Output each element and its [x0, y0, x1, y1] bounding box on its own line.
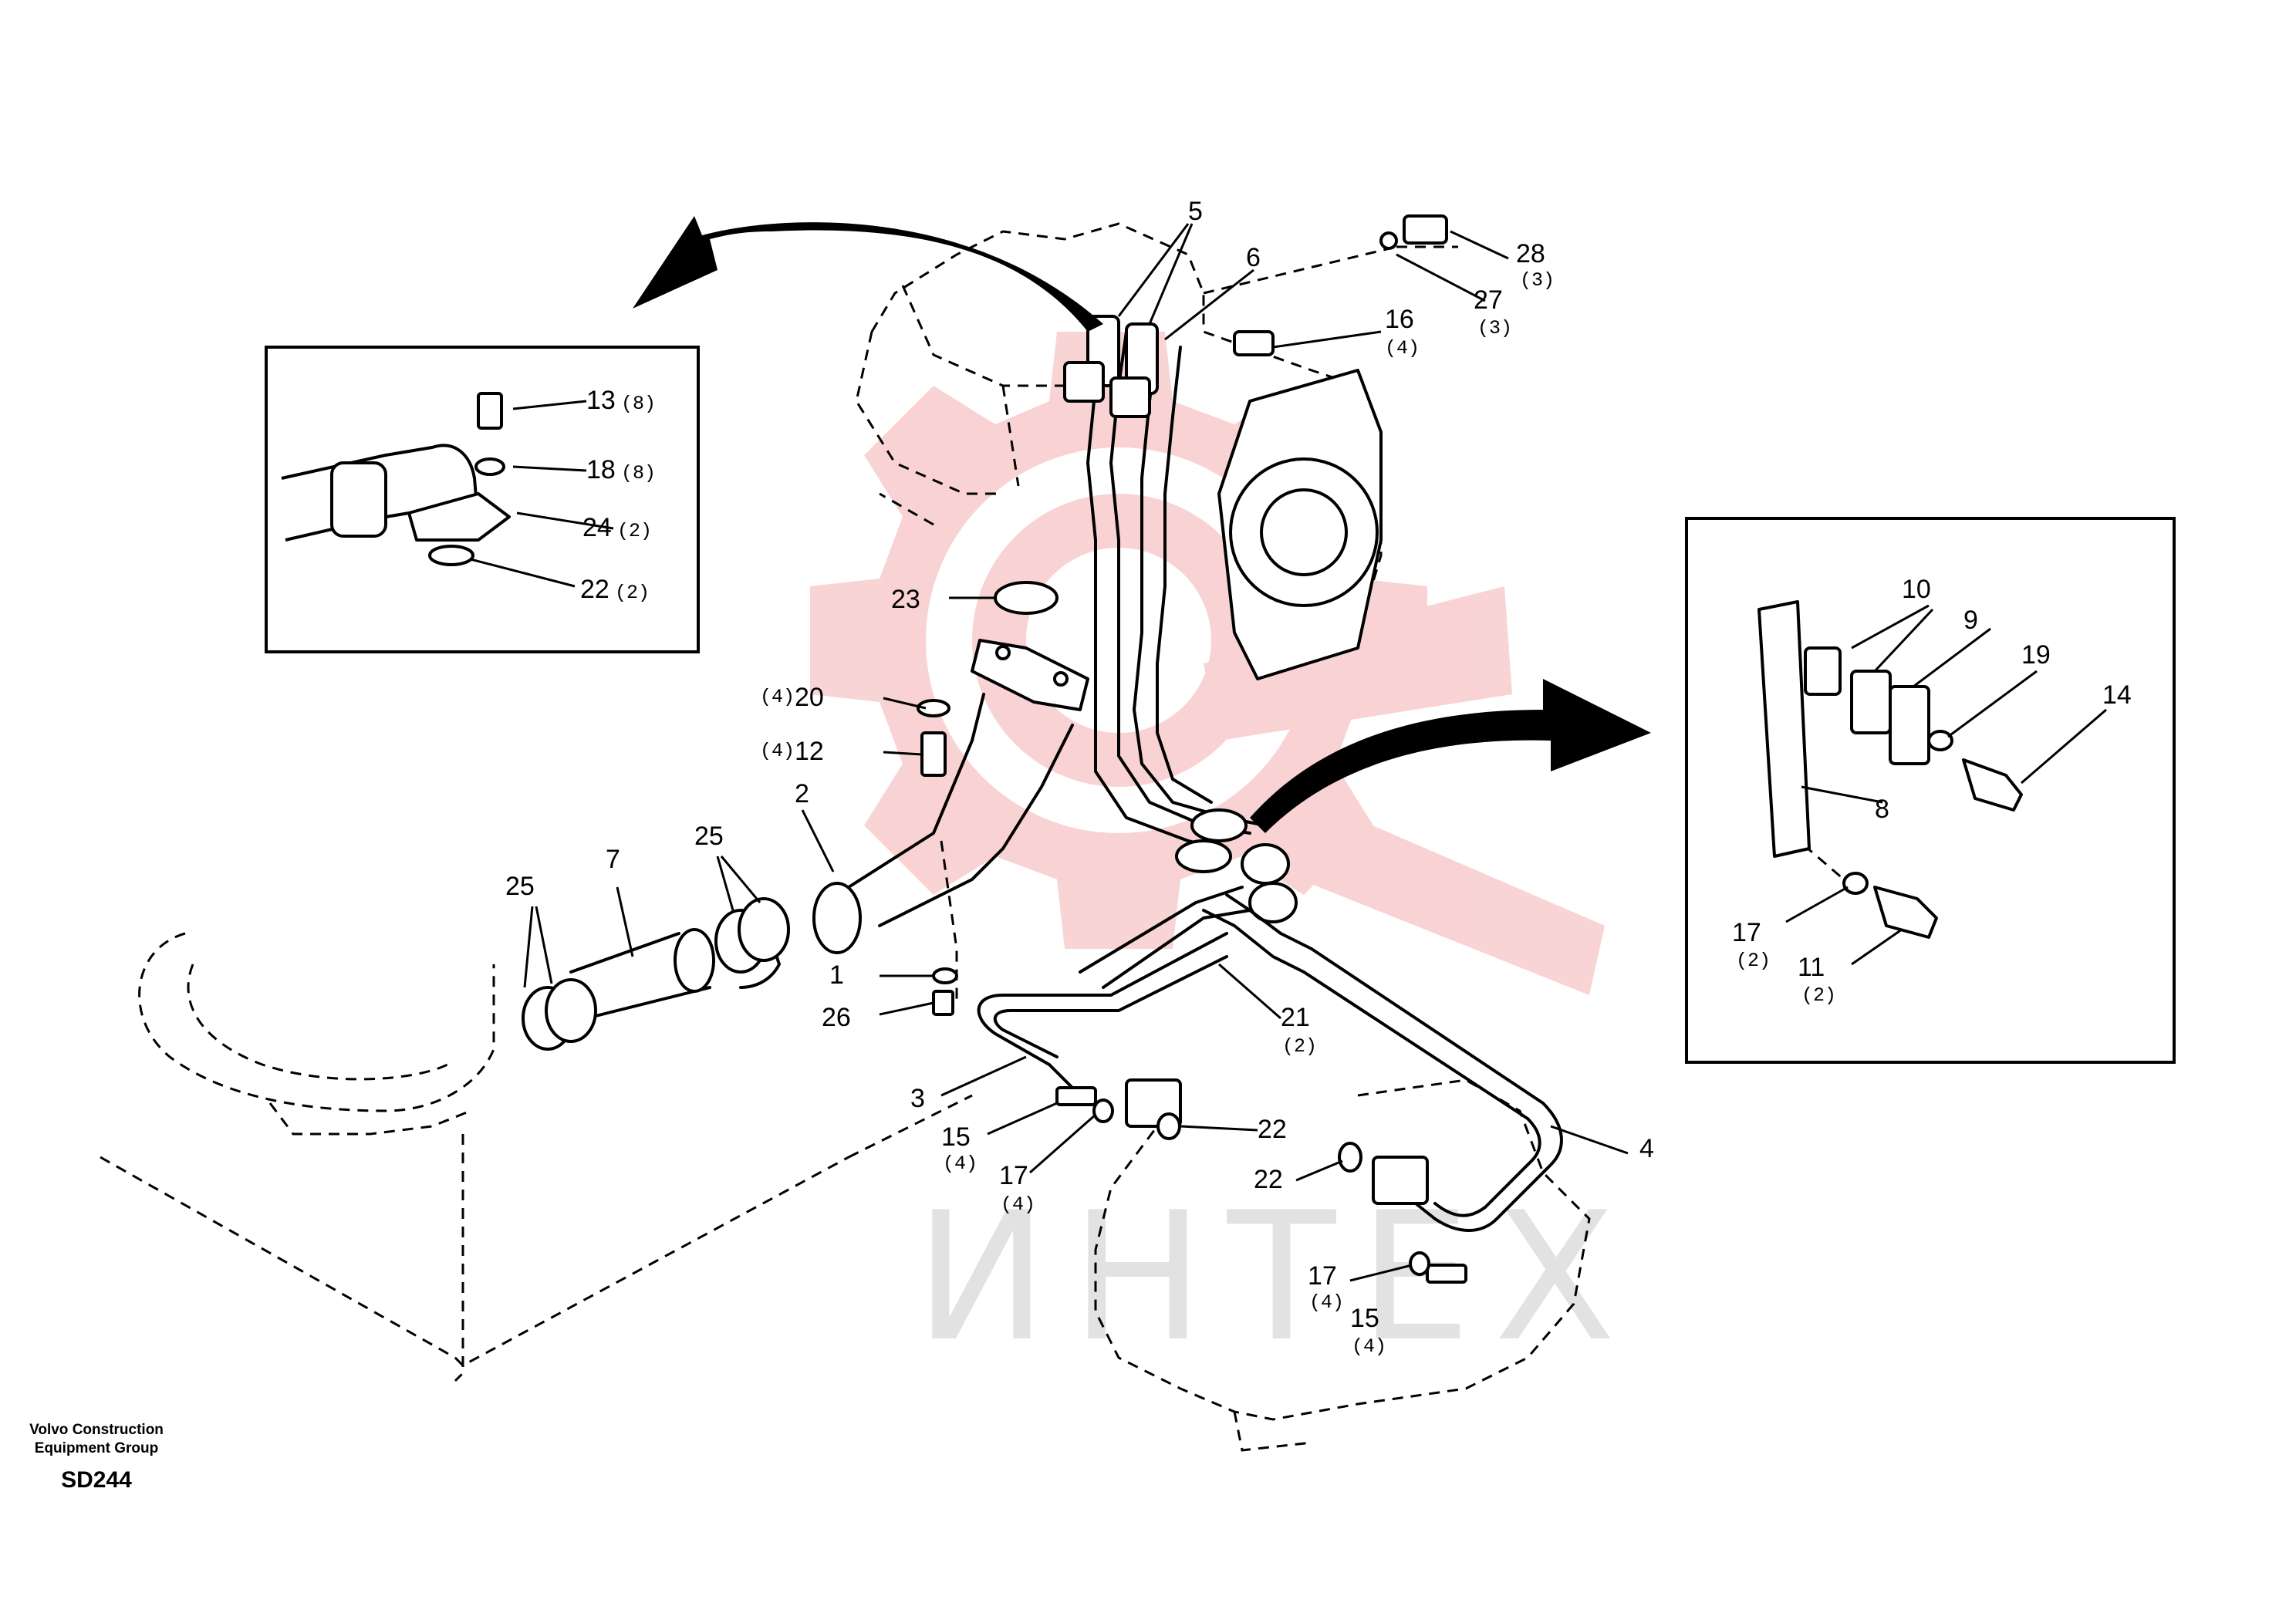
- callout-22-mid: 22: [1254, 1165, 1283, 1194]
- callout-11: 11: [1798, 953, 1825, 982]
- callout-14: 14: [2102, 680, 2132, 710]
- callout-12-qty: (4): [760, 740, 795, 762]
- callout-13: 13: [586, 386, 616, 415]
- callout-10: 10: [1902, 575, 1931, 604]
- callout-21: 21: [1281, 1003, 1310, 1032]
- callout-18: 18: [586, 455, 616, 484]
- callout-23: 23: [891, 585, 920, 614]
- callout-17-left: 17: [999, 1161, 1028, 1190]
- callout-22-lower: 22: [1258, 1115, 1287, 1144]
- callout-24: 24: [582, 513, 612, 542]
- callout-8: 8: [1875, 795, 1889, 824]
- callout-17-lower: 17: [1308, 1261, 1337, 1291]
- callout-15-left: 15: [941, 1122, 971, 1152]
- callout-17-lower-qty: (4): [1309, 1291, 1344, 1314]
- watermark-text: ИНТЕХ: [915, 1175, 1639, 1381]
- detail-box-left: [265, 346, 700, 653]
- callout-9: 9: [1963, 606, 1978, 635]
- callout-17-detail: 17: [1732, 918, 1761, 947]
- callout-6: 6: [1246, 243, 1261, 272]
- leader-lines: [470, 223, 2107, 1282]
- callout-16-qty: (4): [1385, 337, 1420, 359]
- callout-17-left-qty: (4): [1001, 1193, 1035, 1216]
- callout-28-qty: (3): [1520, 269, 1555, 292]
- callout-22-detail: 22: [580, 575, 609, 604]
- callout-20: 20: [795, 683, 824, 712]
- callout-26: 26: [822, 1003, 851, 1032]
- company-name-line1: Volvo Construction: [29, 1422, 164, 1438]
- company-name-line2: Equipment Group: [34, 1440, 159, 1456]
- callout-4: 4: [1639, 1134, 1654, 1163]
- phantom-outlines: [100, 222, 1845, 1452]
- callout-27-qty: (3): [1477, 317, 1512, 339]
- callout-18-qty: (8): [621, 462, 656, 484]
- parts-solid: [522, 214, 1563, 1284]
- callout-13-qty: (8): [621, 393, 656, 415]
- callout-25-left: 25: [505, 872, 535, 901]
- callout-12: 12: [795, 737, 824, 766]
- callout-19: 19: [2021, 640, 2051, 670]
- callout-28: 28: [1516, 239, 1545, 268]
- diagram-code: SD244: [61, 1467, 132, 1493]
- callout-22-detail-qty: (2): [615, 582, 650, 604]
- reference-arrows: [633, 216, 1651, 833]
- detail-box-right: [1685, 517, 2176, 1064]
- footer: Volvo Construction Equipment Group SD244: [0, 1421, 193, 1493]
- callout-5: 5: [1188, 197, 1203, 226]
- callout-27: 27: [1474, 285, 1503, 315]
- callout-24-qty: (2): [617, 520, 652, 542]
- callout-1: 1: [829, 960, 844, 990]
- callout-17-detail-qty: (2): [1736, 950, 1771, 972]
- callout-3: 3: [910, 1084, 925, 1113]
- callout-labels: 5 6 28 (3) 27 (3) 16 (4) 13 (8) 18 (8) 2…: [505, 197, 2132, 1358]
- callout-15-left-qty: (4): [943, 1153, 977, 1175]
- callout-11-qty: (2): [1801, 984, 1836, 1007]
- watermark-gear-logo: [810, 332, 1605, 995]
- callout-21-qty: (2): [1282, 1035, 1317, 1058]
- callout-7: 7: [606, 845, 620, 874]
- callout-20-qty: (4): [760, 686, 795, 708]
- callout-2: 2: [795, 779, 809, 808]
- callout-16: 16: [1385, 305, 1414, 334]
- callout-15-lower: 15: [1350, 1304, 1379, 1333]
- callout-25-right: 25: [694, 822, 724, 851]
- callout-15-lower-qty: (4): [1352, 1335, 1386, 1358]
